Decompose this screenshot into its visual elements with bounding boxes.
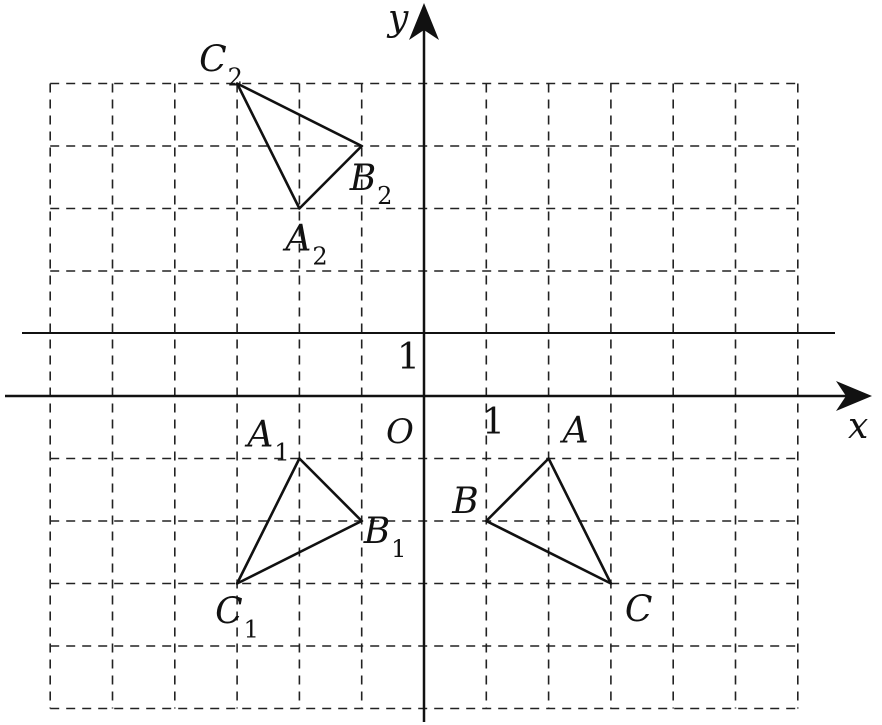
vertex-label-a: A <box>560 411 589 452</box>
y-axis-arrow <box>409 3 439 40</box>
vertex-label-c: C <box>625 590 653 631</box>
vertex-label-b2: B2 <box>349 158 393 210</box>
triangle-a2b2c2 <box>235 82 364 210</box>
triangle-abc <box>484 457 613 585</box>
triangle-a1b1c1 <box>235 457 364 585</box>
x-unit-label: 1 <box>482 402 505 443</box>
vertex-label-c1: C1 <box>215 592 259 644</box>
labels: x y O 1 1 <box>386 0 868 452</box>
y-unit-label: 1 <box>397 337 420 378</box>
origin-label: O <box>386 412 414 452</box>
vertex-label-b: B <box>451 481 478 522</box>
vertex-label-c2: C2 <box>199 40 243 92</box>
vertex-label-a2: A2 <box>282 219 327 271</box>
x-axis-label: x <box>848 406 868 447</box>
y-axis-label: y <box>386 0 409 39</box>
axes <box>5 3 872 722</box>
x-axis-arrow <box>836 381 872 411</box>
vertex-label-a1: A1 <box>244 415 289 467</box>
vertex-label-b1: B1 <box>363 511 407 563</box>
